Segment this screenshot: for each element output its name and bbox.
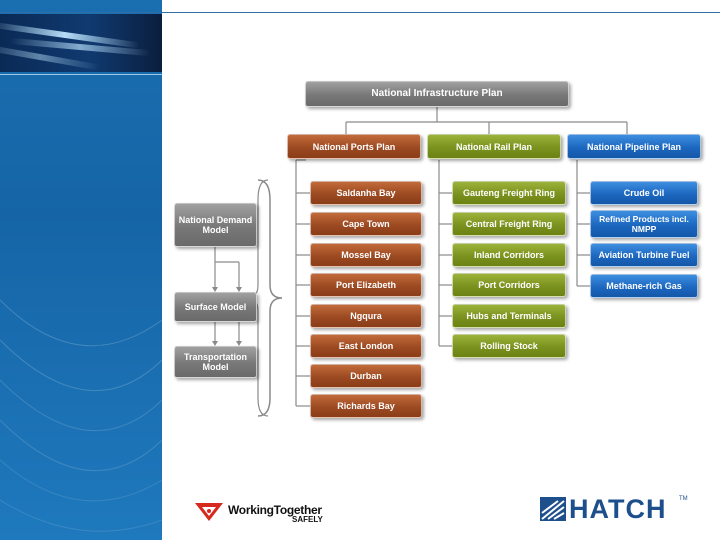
national-demand-model-node: National Demand Model [174, 203, 257, 247]
surface-model-node: Surface Model [174, 292, 257, 322]
rail-plan-header: National Rail Plan [427, 134, 561, 159]
port-node: Richards Bay [310, 394, 422, 418]
root-node: National Infrastructure Plan [305, 81, 569, 107]
pipeline-node: Refined Products incl. NMPP [590, 210, 698, 238]
port-node: Mossel Bay [310, 243, 422, 267]
rail-node: Inland Corridors [452, 243, 566, 267]
port-node: Cape Town [310, 212, 422, 236]
rail-node: Hubs and Terminals [452, 304, 566, 328]
port-node: Port Elizabeth [310, 273, 422, 297]
transportation-model-node: Transportation Model [174, 346, 257, 378]
port-node: Durban [310, 364, 422, 388]
rail-node: Central Freight Ring [452, 212, 566, 236]
pipeline-node: Crude Oil [590, 181, 698, 205]
port-node: Saldanha Bay [310, 181, 422, 205]
pipeline-plan-header: National Pipeline Plan [567, 134, 701, 159]
safely-text: SAFELY [292, 515, 323, 524]
rail-node: Port Corridors [452, 273, 566, 297]
ports-plan-header: National Ports Plan [287, 134, 421, 159]
hatch-logo-icon [540, 497, 566, 521]
trademark-mark: TM [679, 496, 688, 502]
pipeline-node: Aviation Turbine Fuel [590, 243, 698, 267]
pipeline-node: Methane-rich Gas [590, 274, 698, 298]
port-node: Ngqura [310, 304, 422, 328]
rail-node: Gauteng Freight Ring [452, 181, 566, 205]
port-node: East London [310, 334, 422, 358]
hatch-wordmark: HATCH [569, 494, 666, 525]
rail-node: Rolling Stock [452, 334, 566, 358]
